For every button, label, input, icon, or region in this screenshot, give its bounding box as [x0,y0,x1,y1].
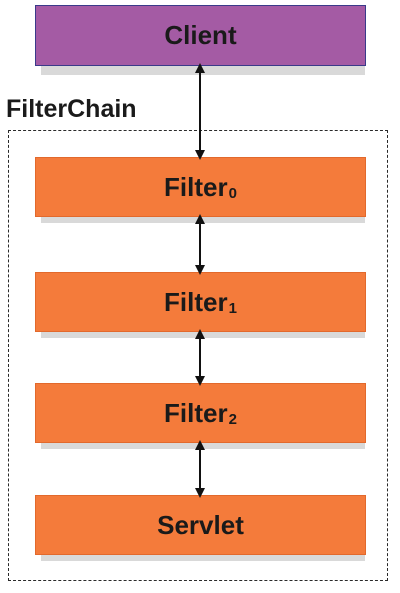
servlet-box: Servlet [35,495,366,555]
client-box: Client [35,5,366,66]
filter-0-label: Filter [164,171,228,202]
filter-2-subscript: 2 [228,410,237,428]
filter-1-subscript: 1 [228,299,237,317]
filter-2-label: Filter [164,397,228,428]
filter-chain-label: FilterChain [6,95,137,123]
servlet-label: Servlet [157,509,244,540]
filter-1-label: Filter [164,286,228,317]
filter-0-subscript: 0 [228,184,237,202]
client-label: Client [164,20,237,50]
